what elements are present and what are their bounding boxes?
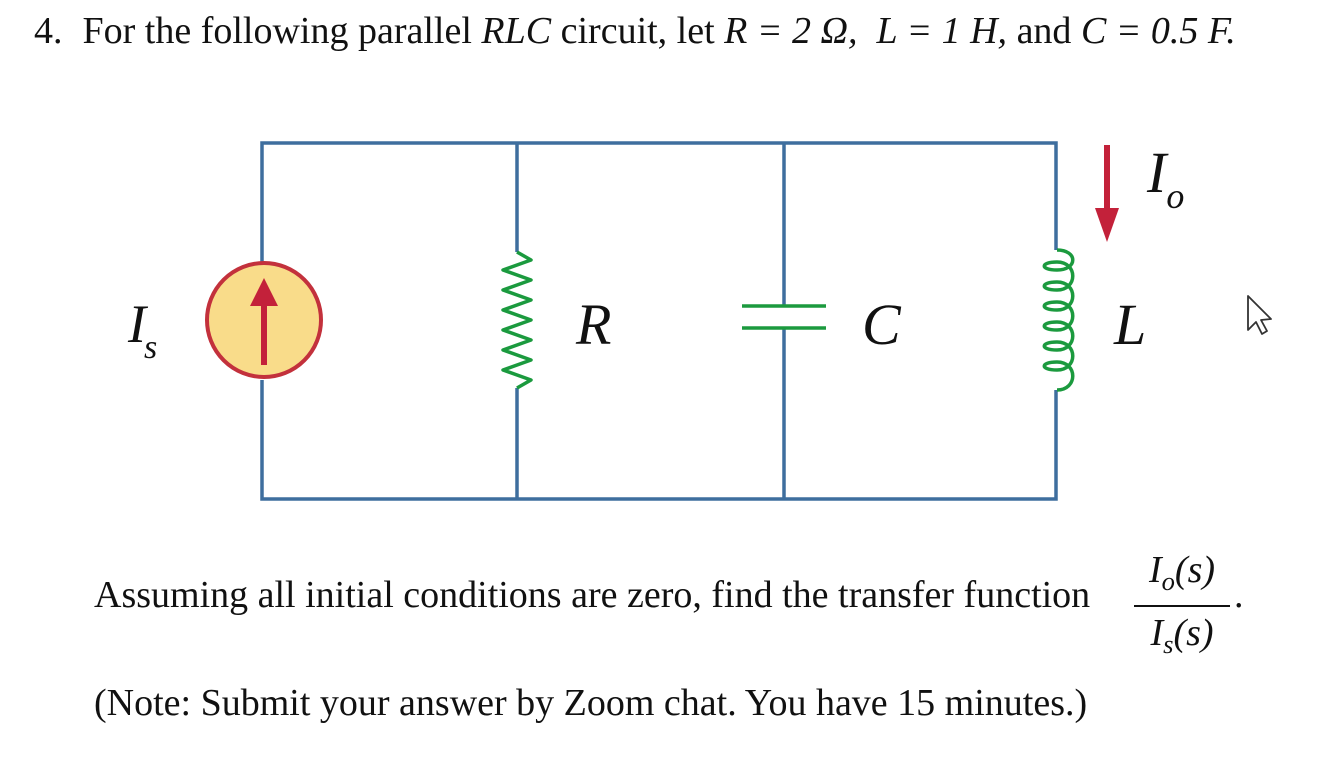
circuit-name: RLC [481, 10, 552, 52]
question-text: Assuming all initial conditions are zero… [94, 574, 1091, 616]
transfer-function-fraction: Io(s) Is(s) [1134, 548, 1230, 666]
numerator-subscript: o [1161, 565, 1175, 596]
numerator-argument: (s) [1174, 549, 1216, 591]
note-text: (Note: Submit your answer by Zoom chat. … [94, 682, 1088, 724]
inductor-gap [1050, 250, 1064, 390]
capacitance-value: C = 0.5 F. [1080, 10, 1236, 52]
inductance-value: L = 1 H, [876, 10, 1008, 52]
problem-text-suffix: circuit, let [551, 10, 725, 52]
capacitor-label: C [862, 292, 902, 357]
inductor-coil [1042, 248, 1075, 392]
fraction-denominator: Is(s) [1150, 611, 1214, 659]
current-source [205, 261, 323, 379]
resistance-value: R = 2 Ω, [724, 10, 858, 52]
fraction-numerator: Io(s) [1148, 549, 1216, 596]
output-current-arrow [1095, 145, 1119, 242]
mouse-cursor-icon [1247, 295, 1272, 335]
output-current-label: Io [1146, 140, 1184, 216]
capacitor [742, 304, 826, 330]
fraction-bar [1134, 604, 1230, 607]
problem-text-prefix: For the following parallel [82, 10, 482, 52]
output-label-subscript: o [1166, 176, 1184, 216]
inductor-label: L [1113, 292, 1146, 357]
resistor-label: R [575, 292, 611, 357]
problem-statement: 4. For the following parallel RLC circuit… [34, 8, 1236, 54]
question-period: . [1234, 574, 1244, 616]
outer-loop-wire [260, 141, 1058, 501]
denominator-argument: (s) [1173, 611, 1214, 654]
arrow-down-icon [1095, 208, 1119, 242]
current-source-arrow-up-icon [250, 278, 278, 306]
denominator-subscript: s [1163, 628, 1174, 659]
wires [260, 141, 1058, 501]
source-label: Is [127, 294, 157, 366]
problem-number: 4. [34, 10, 63, 52]
and-word: and [1016, 10, 1072, 52]
resistor-zigzag [501, 250, 533, 390]
source-label-subscript: s [144, 329, 157, 366]
